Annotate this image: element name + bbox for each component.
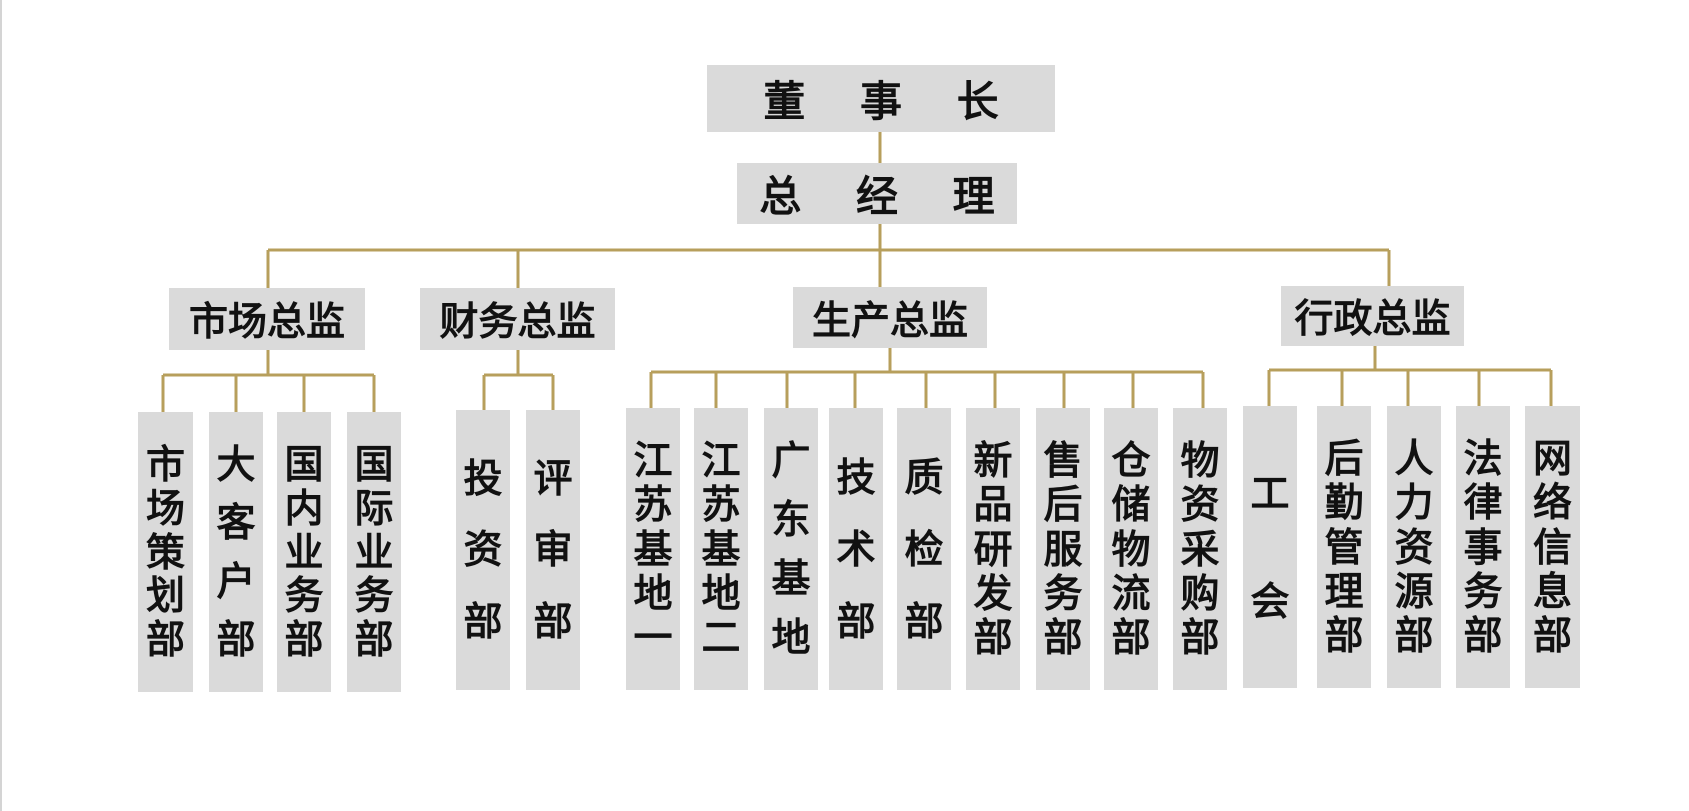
dept-label: 评审部 — [533, 457, 573, 645]
dept-label: 法律事务部 — [1463, 437, 1503, 659]
general-manager-box: 总 经 理 — [737, 163, 1017, 224]
dept-box: 广东基地 — [764, 408, 818, 690]
dept-box: 仓储物流部 — [1104, 408, 1158, 690]
director-box-admin: 行政总监 — [1281, 286, 1464, 346]
general-manager-label: 总 经 理 — [759, 172, 1015, 221]
dept-label: 后勤管理部 — [1324, 437, 1364, 659]
director-box-finance: 财务总监 — [420, 288, 615, 350]
chairman-label: 董 事 长 — [763, 77, 1019, 126]
dept-label: 人力资源部 — [1394, 437, 1434, 659]
dept-box: 市场策划部 — [138, 412, 193, 692]
dept-box: 后勤管理部 — [1317, 406, 1371, 688]
dept-label: 市场策划部 — [145, 443, 185, 663]
dept-label: 网络信息部 — [1532, 437, 1572, 659]
dept-box: 质检部 — [897, 408, 951, 690]
director-label: 财务总监 — [439, 300, 596, 345]
dept-label: 工会 — [1250, 471, 1290, 625]
dept-label: 广东基地 — [771, 439, 811, 661]
dept-label: 江苏基地二 — [701, 439, 741, 661]
chairman-box: 董 事 长 — [707, 65, 1055, 132]
dept-box: 技术部 — [829, 408, 883, 690]
dept-box: 投资部 — [456, 410, 510, 690]
left-border — [0, 0, 2, 811]
dept-box: 法律事务部 — [1456, 406, 1510, 688]
dept-box: 江苏基地一 — [626, 408, 680, 690]
dept-label: 江苏基地一 — [633, 439, 673, 661]
dept-label: 国内业务部 — [284, 443, 324, 663]
dept-box: 江苏基地二 — [694, 408, 748, 690]
director-label: 市场总监 — [188, 300, 345, 345]
dept-box: 工会 — [1243, 406, 1297, 688]
dept-box: 网络信息部 — [1525, 406, 1580, 688]
dept-box: 人力资源部 — [1387, 406, 1441, 688]
dept-label: 售后服务部 — [1043, 439, 1083, 661]
dept-label: 技术部 — [836, 455, 876, 645]
dept-label: 质检部 — [904, 455, 944, 645]
director-label: 生产总监 — [811, 298, 968, 344]
dept-box: 国际业务部 — [347, 412, 401, 692]
director-label: 行政总监 — [1294, 297, 1451, 342]
dept-box: 国内业务部 — [277, 412, 331, 692]
dept-label: 大客户部 — [216, 443, 256, 663]
dept-label: 物资采购部 — [1180, 439, 1220, 661]
dept-box: 售后服务部 — [1036, 408, 1090, 690]
director-box-production: 生产总监 — [793, 287, 987, 348]
dept-box: 大客户部 — [209, 412, 263, 692]
dept-label: 仓储物流部 — [1111, 439, 1151, 661]
dept-label: 投资部 — [463, 457, 503, 645]
dept-box: 评审部 — [526, 410, 580, 690]
dept-label: 国际业务部 — [354, 443, 394, 663]
dept-box: 新品研发部 — [966, 408, 1020, 690]
director-box-marketing: 市场总监 — [169, 288, 365, 350]
dept-box: 物资采购部 — [1173, 408, 1227, 690]
dept-label: 新品研发部 — [973, 439, 1013, 661]
